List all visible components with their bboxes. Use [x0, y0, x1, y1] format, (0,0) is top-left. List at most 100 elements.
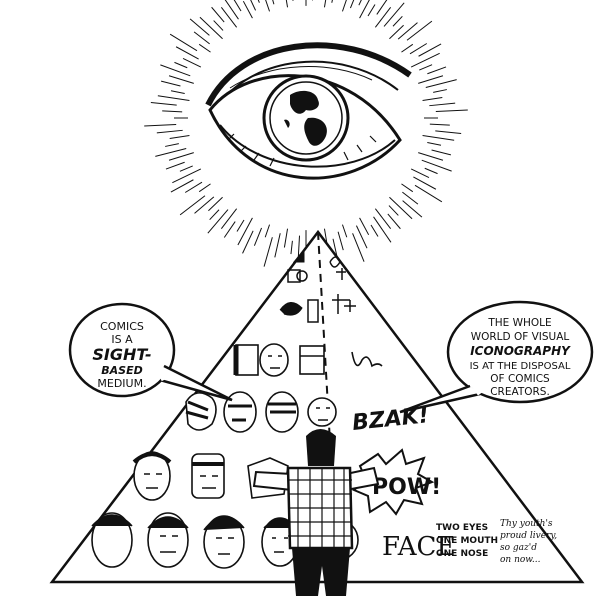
radiance-ray [388, 205, 399, 216]
radiance-ray [199, 16, 223, 40]
radiance-ray [410, 52, 440, 68]
radiance-ray [220, 7, 238, 28]
radiance-ray [431, 149, 452, 156]
radiance-ray [419, 64, 433, 71]
poem-line-3: so gaz'd [500, 543, 537, 553]
radiance-ray [233, 0, 242, 12]
faces-row-3 [233, 343, 383, 377]
radiance-ray [367, 4, 376, 17]
radiance-ray [355, 225, 368, 249]
left-bubble-line-4: BASED [101, 364, 142, 377]
radiance-ray [429, 123, 450, 126]
radiance-ray [253, 227, 263, 246]
radiance-ray [198, 183, 211, 193]
radiance-ray [331, 0, 333, 3]
radiance-ray [168, 75, 194, 84]
right-bubble-line-2: WORLD OF VISUAL [471, 331, 570, 343]
left-bubble-line-5: MEDIUM. [97, 377, 146, 390]
radiance-ray [425, 79, 457, 88]
radiance-ray [265, 0, 271, 12]
radiance-ray [264, 224, 271, 238]
radiance-ray [389, 196, 413, 220]
radiance-ray [250, 0, 257, 11]
radiance-ray [422, 135, 455, 141]
left-bubble-line-2: IS A [111, 333, 133, 346]
radiance-ray [352, 233, 365, 262]
radiance-ray [387, 213, 401, 230]
pow-burst: POW! [352, 448, 441, 516]
radiance-ray [370, 224, 379, 237]
radiance-ray [160, 80, 181, 87]
radiance-ray [170, 90, 185, 94]
radiance-ray [383, 2, 405, 27]
radiance-ray [236, 219, 245, 232]
radiance-ray [358, 0, 362, 6]
radiance-ray [150, 102, 177, 106]
face-desc-line-3: ONE NOSE [436, 549, 488, 559]
radiance-ray [406, 20, 433, 41]
radiance-ray [429, 102, 456, 107]
radiance-ray [207, 209, 229, 234]
radiance-ray [198, 43, 211, 53]
radiance-ray [162, 110, 183, 113]
radiance-ray [208, 196, 223, 212]
radiance-ray [401, 183, 414, 193]
radiance-ray [224, 0, 239, 20]
radiance-ray [144, 123, 177, 127]
right-bubble-line-1: THE WHOLE [487, 317, 551, 329]
radiance-ray [418, 43, 442, 57]
radiance-ray [359, 0, 370, 19]
abstract-shapes-row [279, 248, 356, 323]
left-speech-bubble: COMICS IS A SIGHT- BASED MEDIUM. [68, 302, 233, 402]
radiance-ray [274, 233, 281, 258]
radiance-ray [160, 64, 191, 77]
face-desc-line-1: TWO EYES [436, 523, 488, 533]
radiance-ray [179, 165, 193, 172]
left-bubble-line-3: SIGHT- [92, 345, 151, 364]
radiance-ray [211, 6, 225, 23]
radiance-ray [184, 181, 203, 193]
radiance-ray [421, 159, 452, 172]
radiance-ray [433, 89, 447, 93]
radiance-ray [189, 18, 210, 36]
right-speech-bubble: THE WHOLE WORLD OF VISUAL ICONOGRAPHY IS… [399, 300, 594, 414]
radiance-ray [373, 216, 392, 243]
right-bubble-line-4: IS AT THE DISPOSAL [470, 361, 571, 372]
radiance-ray [424, 167, 438, 175]
radiance-ray [374, 7, 392, 28]
radiance-ray [263, 237, 273, 267]
radiance-ray [272, 0, 275, 5]
radiance-ray [220, 208, 238, 229]
radiance-ray [389, 24, 404, 40]
right-bubble-line-5: OF COMICS [490, 373, 550, 385]
sfx-pow: POW! [372, 475, 441, 500]
radiance-ray [283, 228, 289, 248]
radiance-ray [242, 230, 254, 254]
radiance-ray [237, 217, 253, 246]
radiance-ray [169, 33, 198, 52]
right-bubble-line-3: ICONOGRAPHY [470, 344, 571, 358]
radiance-ray [285, 0, 289, 8]
radiance-ray [410, 168, 430, 178]
radiance-ray [174, 61, 188, 69]
radiance-ray [341, 0, 347, 12]
radiance-ray [323, 0, 327, 8]
radiance-ray [170, 179, 194, 193]
radiance-ray [155, 148, 187, 157]
radiance-ray [175, 46, 199, 60]
radiance-ray [414, 184, 443, 203]
radiance-ray [392, 15, 403, 27]
radiance-ray [359, 217, 370, 236]
radiance-ray [169, 135, 190, 140]
radiance-ray [349, 0, 355, 9]
radiance-ray [156, 129, 183, 134]
faces-row-4 [185, 391, 337, 433]
radiance-ray [165, 161, 185, 170]
right-bubble-line-6: CREATORS. [490, 386, 550, 398]
radiance-ray [292, 0, 294, 1]
radiance-ray [257, 0, 260, 3]
radiance-ray [427, 66, 447, 75]
radiance-ray [209, 209, 220, 221]
radiance-ray [413, 176, 437, 190]
radiance-ray [427, 142, 442, 146]
